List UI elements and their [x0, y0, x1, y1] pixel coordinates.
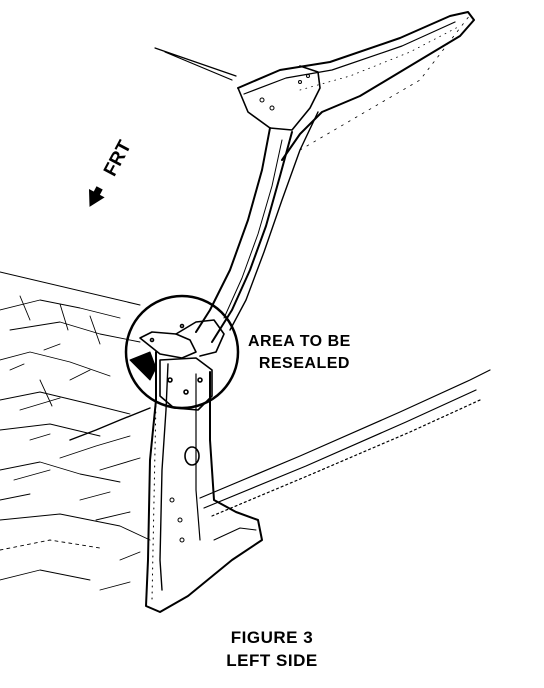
- callout-circle: [124, 294, 240, 410]
- callout-line-2: RESEALED: [258, 355, 350, 372]
- figure-number: FIGURE 3: [230, 628, 314, 647]
- area-to-be-resealed-label: AREA TO BE RESEALED: [248, 331, 351, 375]
- roof-panel: [0, 14, 471, 306]
- figure-caption: FIGURE 3 LEFT SIDE: [0, 626, 544, 672]
- a-pillar: [195, 111, 319, 343]
- roof-rail: [237, 11, 475, 161]
- seal-pointer-arrow: [129, 351, 157, 381]
- front-arrow-icon: [88, 186, 105, 207]
- rocker-sill: [199, 369, 491, 517]
- callout-line-1: AREA TO BE: [248, 333, 351, 350]
- floor-pan-sketch: [0, 295, 151, 591]
- figure-side: LEFT SIDE: [226, 651, 318, 670]
- hinge-pillar: [145, 351, 263, 613]
